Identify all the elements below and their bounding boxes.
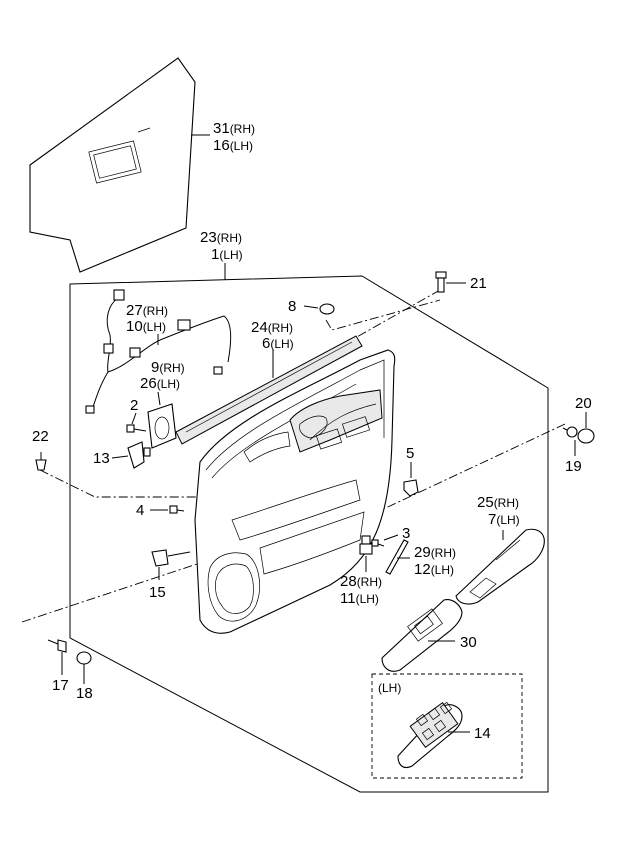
label-7: 7(LH) <box>488 511 520 528</box>
part-19-screw <box>562 426 578 438</box>
part-24-weatherstrip <box>175 335 363 445</box>
assembly-outline <box>69 275 549 793</box>
label-9: 9(RH) <box>151 359 185 376</box>
label-15: 15 <box>149 584 166 601</box>
leader-8 <box>303 305 319 309</box>
leader-2 <box>131 412 137 425</box>
guide-line-8 <box>325 299 441 331</box>
part-8-cap <box>319 303 335 315</box>
part-9-inside-handle <box>147 403 177 449</box>
label-17: 17 <box>52 677 69 694</box>
label-20: 20 <box>575 395 592 412</box>
leader-3 <box>383 534 399 541</box>
label-1: 1(LH) <box>211 246 243 263</box>
label-14: 14 <box>474 725 491 742</box>
label-25: 25(RH) <box>477 494 519 511</box>
label-4: 4 <box>136 502 144 519</box>
part-14-power-window-switch <box>397 701 463 769</box>
label-30: 30 <box>460 634 477 651</box>
part-22-clip <box>35 452 47 471</box>
label-5: 5 <box>406 445 414 462</box>
label-2: 2 <box>130 397 138 414</box>
part-30-switch-panel <box>381 599 463 672</box>
label-12: 12(LH) <box>414 561 454 578</box>
door-trim-panel <box>194 349 396 634</box>
lh-detail-box <box>371 673 523 779</box>
part-18-cap <box>76 651 92 665</box>
leader-13 <box>111 455 129 459</box>
part-25-armrest-garnish <box>455 528 545 605</box>
label-23: 23(RH) <box>200 229 242 246</box>
label-31: 31(RH) <box>213 120 255 137</box>
lh-box-label: (LH) <box>378 681 401 695</box>
label-24: 24(RH) <box>251 319 293 336</box>
part-13-handle-bracket <box>127 441 151 469</box>
label-6: 6(LH) <box>262 335 294 352</box>
leader-9 <box>157 391 161 406</box>
label-11: 11(LH) <box>340 590 379 607</box>
part-29-strip <box>385 539 409 575</box>
part-20-cap <box>577 428 595 444</box>
part-17-screw <box>47 639 67 653</box>
label-10: 10(LH) <box>126 318 166 335</box>
label-8: 8 <box>288 298 296 315</box>
part-15-clip <box>151 549 191 567</box>
label-3: 3 <box>402 525 410 542</box>
part-31-trim-cover <box>29 57 196 273</box>
part-3-screw <box>371 539 385 547</box>
guide-line-19 <box>359 423 566 521</box>
part-21-screw <box>435 271 447 293</box>
label-29: 29(RH) <box>414 544 456 561</box>
label-27: 27(RH) <box>126 302 168 319</box>
label-28: 28(RH) <box>340 573 382 590</box>
guide-line-22 <box>39 469 230 498</box>
part-4-screw <box>169 505 185 514</box>
part-2-screw <box>126 424 147 433</box>
label-22: 22 <box>32 428 49 445</box>
label-18: 18 <box>76 685 93 702</box>
part-27-wiring-harness <box>85 289 232 414</box>
part-5-clip <box>403 479 419 497</box>
part-28-clip <box>359 535 373 555</box>
label-19: 19 <box>565 458 582 475</box>
label-13: 13 <box>93 450 110 467</box>
label-16: 16(LH) <box>213 137 253 154</box>
label-26: 26(LH) <box>140 375 180 392</box>
label-21: 21 <box>470 275 487 292</box>
